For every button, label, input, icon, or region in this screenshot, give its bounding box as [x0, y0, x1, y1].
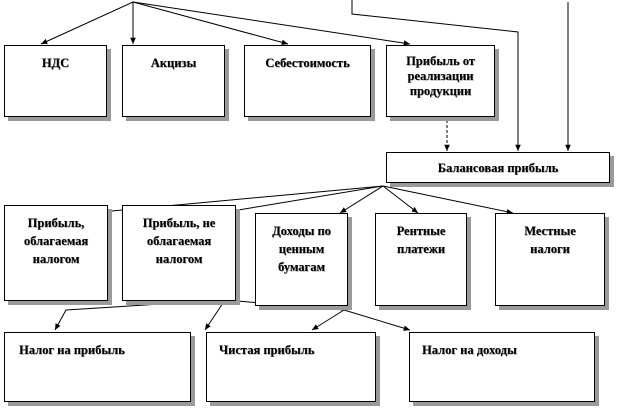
- arrow-dohody-to-nalog-dohody: [343, 309, 411, 331]
- box-akcizy: Акцизы: [122, 45, 225, 117]
- arrow-to-pribyl-realizacii: [132, 1, 411, 46]
- arrow-top-to-balans: [351, 0, 521, 151]
- box-nds-label: НДС: [41, 56, 70, 70]
- box-nds: НДС: [4, 45, 107, 117]
- box-rentnye: Рентные платежи: [375, 213, 467, 306]
- box-nalog-pribyl-label: Налог на прибыль: [19, 343, 125, 357]
- box-dohody-cb: Доходы по ценным бумагам: [255, 213, 348, 306]
- box-nalog-dohody-label: Налог на доходы: [422, 343, 517, 357]
- box-sebestoimost: Себестоимость: [244, 45, 371, 117]
- box-nalog-dohody: Налог на доходы: [409, 332, 595, 402]
- box-akcizy-label: Акцизы: [150, 56, 197, 70]
- arrow-dohody-to-chistaya: [311, 309, 345, 331]
- box-chistaya-label: Чистая прибыль: [219, 343, 315, 357]
- arrow-to-rentnye: [382, 185, 419, 214]
- arrow-to-nalog-pribyl: [54, 299, 226, 331]
- arrow-to-sebestoimost: [132, 1, 289, 46]
- box-rentnye-label: Рентные платежи: [396, 224, 446, 256]
- box-ne-oblagaemaya: Прибыль, не облагаемая налогом: [122, 205, 236, 301]
- box-sebestoimost-label: Себестоимость: [265, 56, 350, 70]
- box-balansovaya: Балансовая прибыль: [386, 152, 610, 183]
- box-dohody-cb-label: Доходы по ценным бумагам: [272, 224, 331, 274]
- box-ne-oblagaemaya-label: Прибыль, не облагаемая налогом: [142, 216, 216, 266]
- box-oblagaemaya: Прибыль, облагаемая налогом: [4, 205, 108, 301]
- box-oblagaemaya-label: Прибыль, облагаемая налогом: [23, 216, 89, 266]
- box-pribyl-realizacii: Прибыль от реализации продукции: [386, 45, 495, 117]
- arrow-to-nds: [40, 1, 134, 45]
- box-mestnye-label: Местные налоги: [524, 224, 576, 256]
- arrow-to-mestnye: [382, 185, 514, 215]
- arrow-to-dohody-cb: [339, 185, 384, 214]
- box-nalog-pribyl: Налог на прибыль: [4, 332, 191, 402]
- arrow-to-chistaya: [204, 299, 226, 331]
- box-balansovaya-label: Балансовая прибыль: [437, 161, 559, 175]
- box-mestnye: Местные налоги: [495, 213, 605, 306]
- arrow-to-ne-oblagaemaya: [219, 185, 384, 215]
- box-pribyl-realizacii-label: Прибыль от реализации продукции: [406, 54, 475, 98]
- box-chistaya: Чистая прибыль: [206, 332, 376, 402]
